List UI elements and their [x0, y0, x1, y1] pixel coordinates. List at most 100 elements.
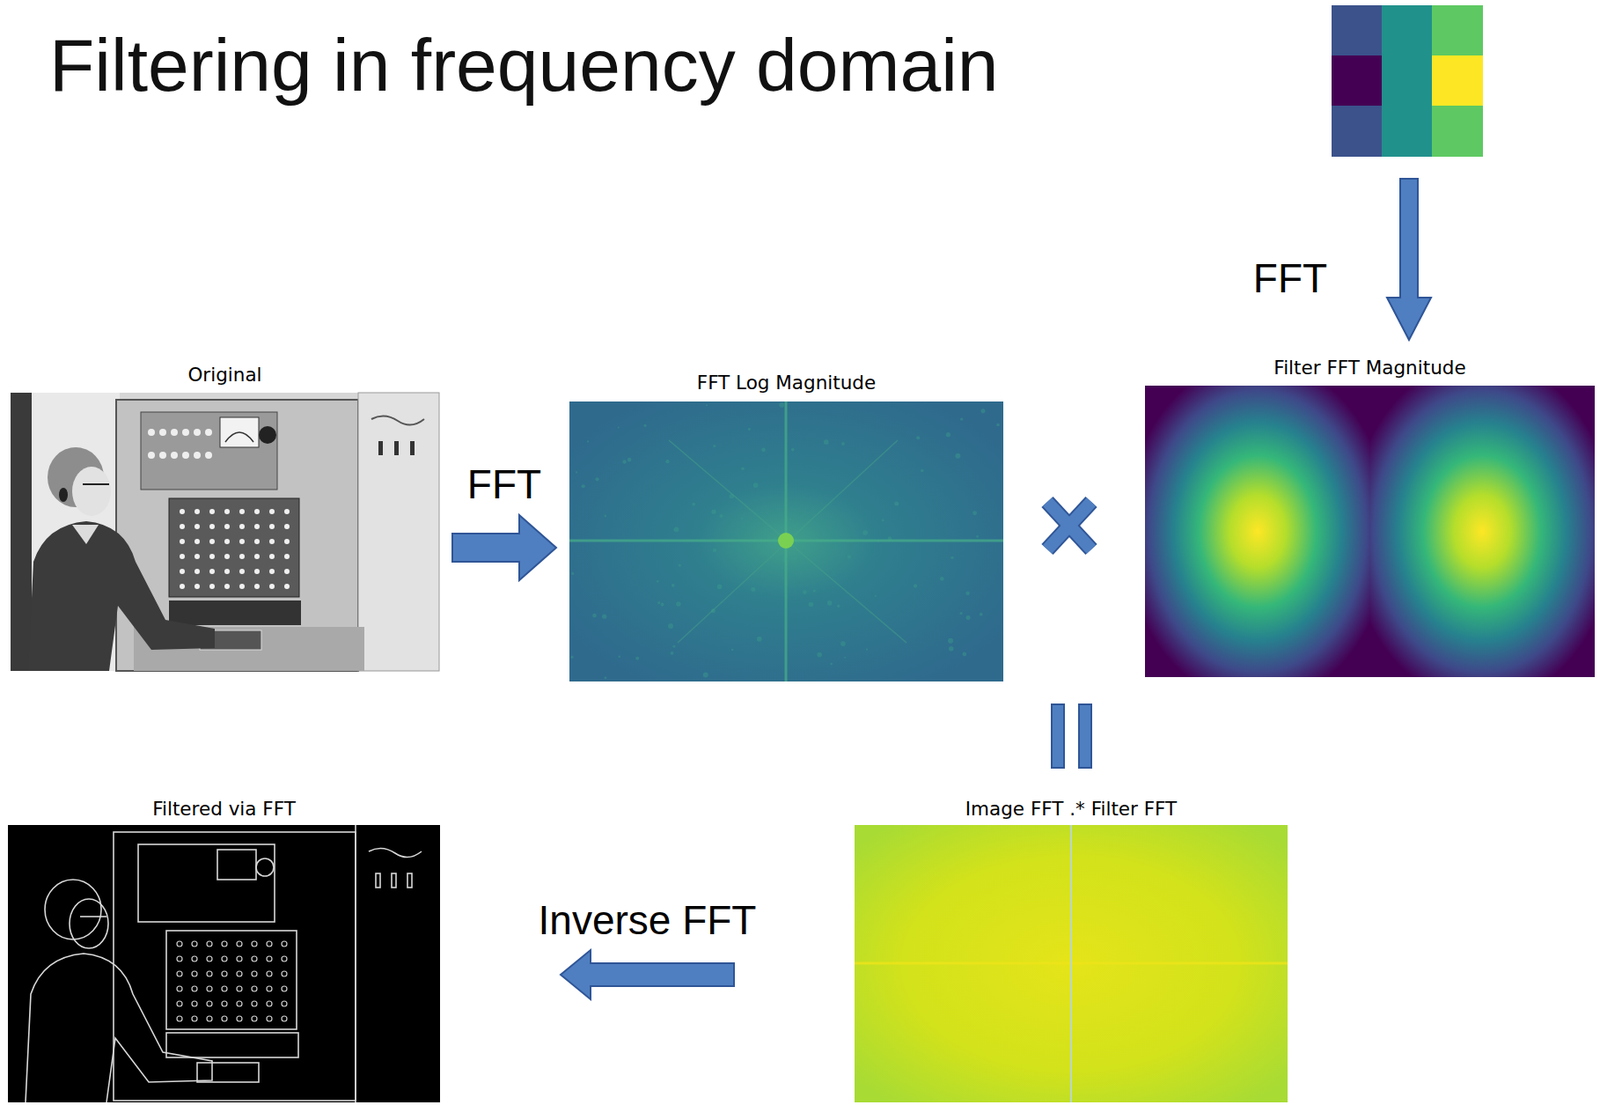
illustration-part: [827, 600, 833, 606]
illustration-part: [209, 523, 215, 529]
illustration-part: [847, 555, 852, 559]
illustration-part: [269, 508, 275, 514]
illustration-part: [217, 849, 257, 880]
illustration-part: [224, 583, 230, 589]
illustration-part: [10, 392, 32, 671]
illustration-part: [756, 636, 763, 642]
illustration-part: [251, 985, 257, 991]
illustration-part: [671, 583, 676, 588]
illustration-part: [961, 652, 967, 657]
illustration-part: [844, 656, 846, 659]
illustration-part: [194, 553, 200, 559]
illustration-part: [841, 441, 845, 446]
illustration-part: [194, 538, 200, 544]
illustration-part: [667, 623, 674, 629]
illustration-part: [948, 645, 955, 652]
illustration-part: [269, 538, 275, 544]
illustration-part: [170, 451, 178, 459]
illustration-part: [947, 638, 954, 644]
illustration-part: [705, 403, 708, 406]
illustration-part: [239, 553, 245, 559]
image-panel: Filter FFT Magnitude: [1144, 355, 1595, 677]
illustration-part: [254, 553, 260, 559]
illustration-part: [668, 440, 907, 643]
kernel-cell: [1331, 105, 1382, 157]
illustration-part: [236, 1015, 243, 1021]
illustration-part: [209, 538, 215, 544]
illustration-part: [251, 970, 257, 977]
illustration-part: [191, 985, 198, 991]
multiply-sign: [1047, 501, 1092, 550]
illustration-part: [168, 600, 301, 625]
illustration-part: [920, 469, 924, 472]
illustration-part: [205, 428, 213, 436]
illustration-part: [266, 985, 272, 991]
illustration-part: [712, 548, 717, 552]
illustration-part: [194, 508, 200, 514]
illustration-part: [206, 955, 213, 962]
kernel-cell: [1381, 55, 1432, 106]
equals-sign: [1051, 704, 1092, 768]
illustration-part: [147, 428, 155, 436]
illustration-part: [72, 466, 111, 516]
filter-fft-magnitude-image: [1144, 385, 1595, 677]
illustration-part: [358, 392, 440, 671]
illustration-part: [691, 502, 696, 507]
block-arrow: [452, 514, 557, 580]
illustration-part: [750, 587, 756, 592]
product-spectrum-image: [854, 824, 1288, 1102]
illustration-part: [176, 955, 183, 962]
illustration-part: [179, 538, 185, 544]
illustration-part: [635, 656, 639, 661]
panel-title: Filtered via FFT: [7, 796, 441, 822]
illustration-part: [946, 432, 951, 437]
illustration-part: [179, 568, 185, 574]
illustration-part: [976, 535, 979, 538]
illustration-part: [25, 953, 213, 1102]
illustration-part: [206, 1000, 213, 1006]
illustration-part: [284, 508, 290, 514]
illustration-part: [965, 615, 970, 620]
image-panel: FFT Log Magnitude: [569, 370, 1004, 682]
illustration-part: [788, 518, 792, 522]
block-arrow: [560, 949, 734, 999]
illustration-part: [717, 583, 723, 589]
illustration-part: [224, 538, 230, 544]
illustration-part: [138, 844, 275, 922]
illustration-part: [617, 425, 620, 428]
illustration-part: [221, 985, 228, 991]
illustration-part: [284, 583, 290, 589]
illustration-part: [570, 655, 573, 659]
illustration-part: [197, 1062, 259, 1082]
kernel-cell: [1331, 5, 1382, 56]
illustration-part: [220, 417, 259, 448]
illustration-part: [960, 417, 963, 420]
illustration-part: [239, 508, 245, 514]
panel-title: Image FFT .* Filter FFT: [854, 796, 1288, 822]
illustration-part: [371, 415, 425, 425]
illustration-part: [254, 568, 260, 574]
illustration-part: [10, 392, 440, 671]
illustration-part: [170, 428, 178, 436]
illustration-part: [1078, 704, 1092, 768]
illustration-part: [224, 508, 230, 514]
illustration-part: [378, 440, 383, 456]
illustration-part: [236, 1000, 243, 1006]
illustration-part: [980, 408, 985, 413]
kernel-cell: [1331, 55, 1382, 106]
kernel-cell: [1431, 55, 1483, 106]
illustration-part: [854, 824, 1288, 1102]
illustration-part: [829, 662, 833, 666]
illustration-part: [816, 652, 823, 658]
illustration-part: [113, 831, 356, 1101]
illustration-part: [239, 568, 245, 574]
illustration-part: [368, 847, 422, 857]
illustration-part: [410, 440, 415, 456]
illustration-part: [979, 612, 984, 617]
illustration-part: [793, 556, 798, 560]
illustration-part: [221, 970, 228, 977]
illustration-part: [741, 466, 745, 470]
illustration-part: [673, 526, 679, 532]
illustration-part: [281, 940, 287, 947]
